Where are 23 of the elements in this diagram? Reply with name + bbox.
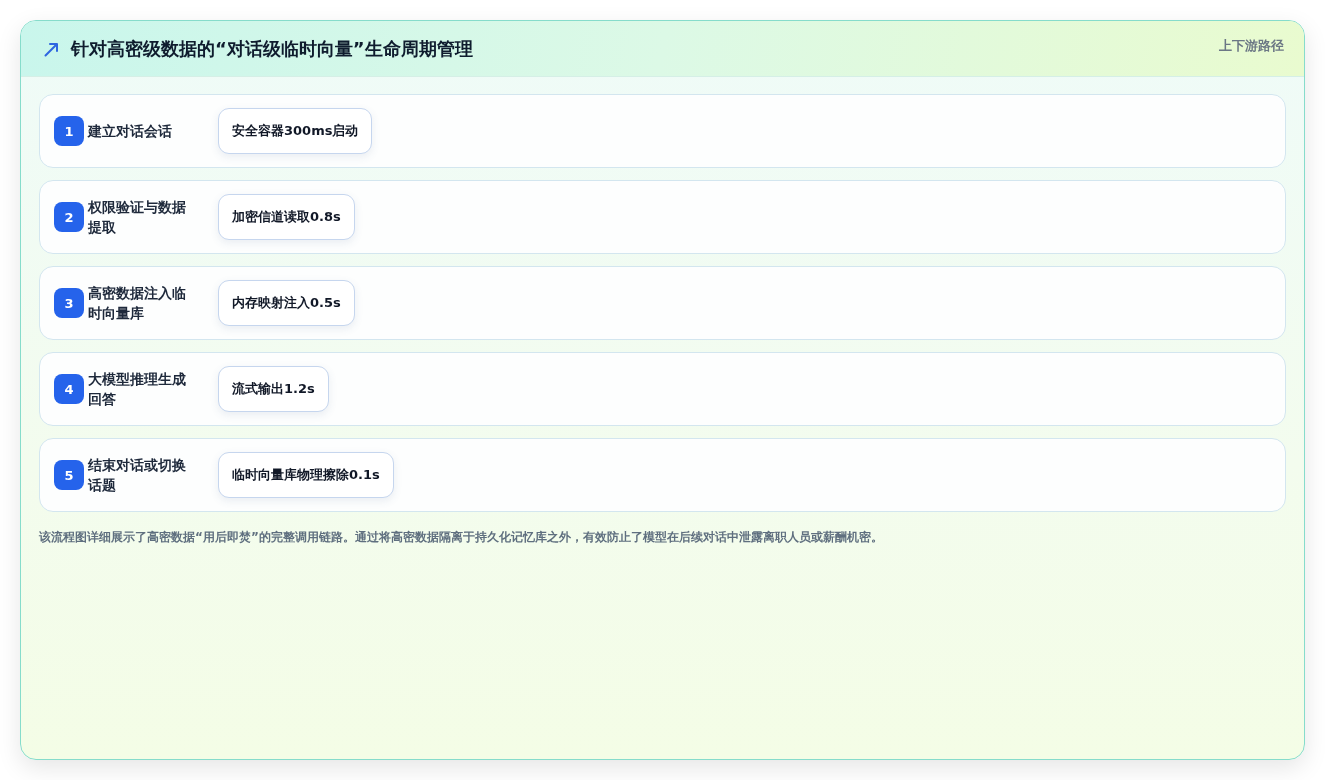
caption: 该流程图详细展示了高密数据“用后即焚”的完整调用链路。通过将高密数据隔离于持久化记忆库之外，有效防止了模型在后续对话中泄露离职人员或薪酬机密。 bbox=[39, 529, 883, 546]
step-card bbox=[39, 180, 1286, 254]
detail-tag: 临时向量库物理擦除0.1s bbox=[218, 452, 394, 498]
header-note: 上下游路径 bbox=[1219, 37, 1284, 55]
step-card bbox=[39, 266, 1286, 340]
step-number-badge: 3 bbox=[54, 288, 84, 318]
detail-tag: 流式输出1.2s bbox=[218, 366, 329, 412]
step-label: 建立对话会话 bbox=[88, 122, 172, 141]
detail-tag: 安全容器300ms启动 bbox=[218, 108, 373, 154]
step-label: 结束对话或切换话题 bbox=[88, 456, 187, 495]
step-label: 大模型推理生成回答 bbox=[88, 370, 187, 409]
step-card bbox=[39, 94, 1286, 168]
step-label: 高密数据注入临时向量库 bbox=[88, 284, 187, 323]
detail-tag: 加密信道读取0.8s bbox=[218, 194, 355, 240]
detail-tag: 内存映射注入0.5s bbox=[218, 280, 355, 326]
step-label: 权限验证与数据提取 bbox=[88, 198, 187, 237]
step-number-badge: 1 bbox=[54, 116, 84, 146]
step-card bbox=[39, 352, 1286, 426]
title: 针对高密级数据的“对话级临时向量”生命周期管理 bbox=[71, 37, 473, 61]
step-number-badge: 5 bbox=[54, 460, 84, 490]
step-number-badge: 4 bbox=[54, 374, 84, 404]
step-number-badge: 2 bbox=[54, 202, 84, 232]
step-card bbox=[39, 438, 1286, 512]
